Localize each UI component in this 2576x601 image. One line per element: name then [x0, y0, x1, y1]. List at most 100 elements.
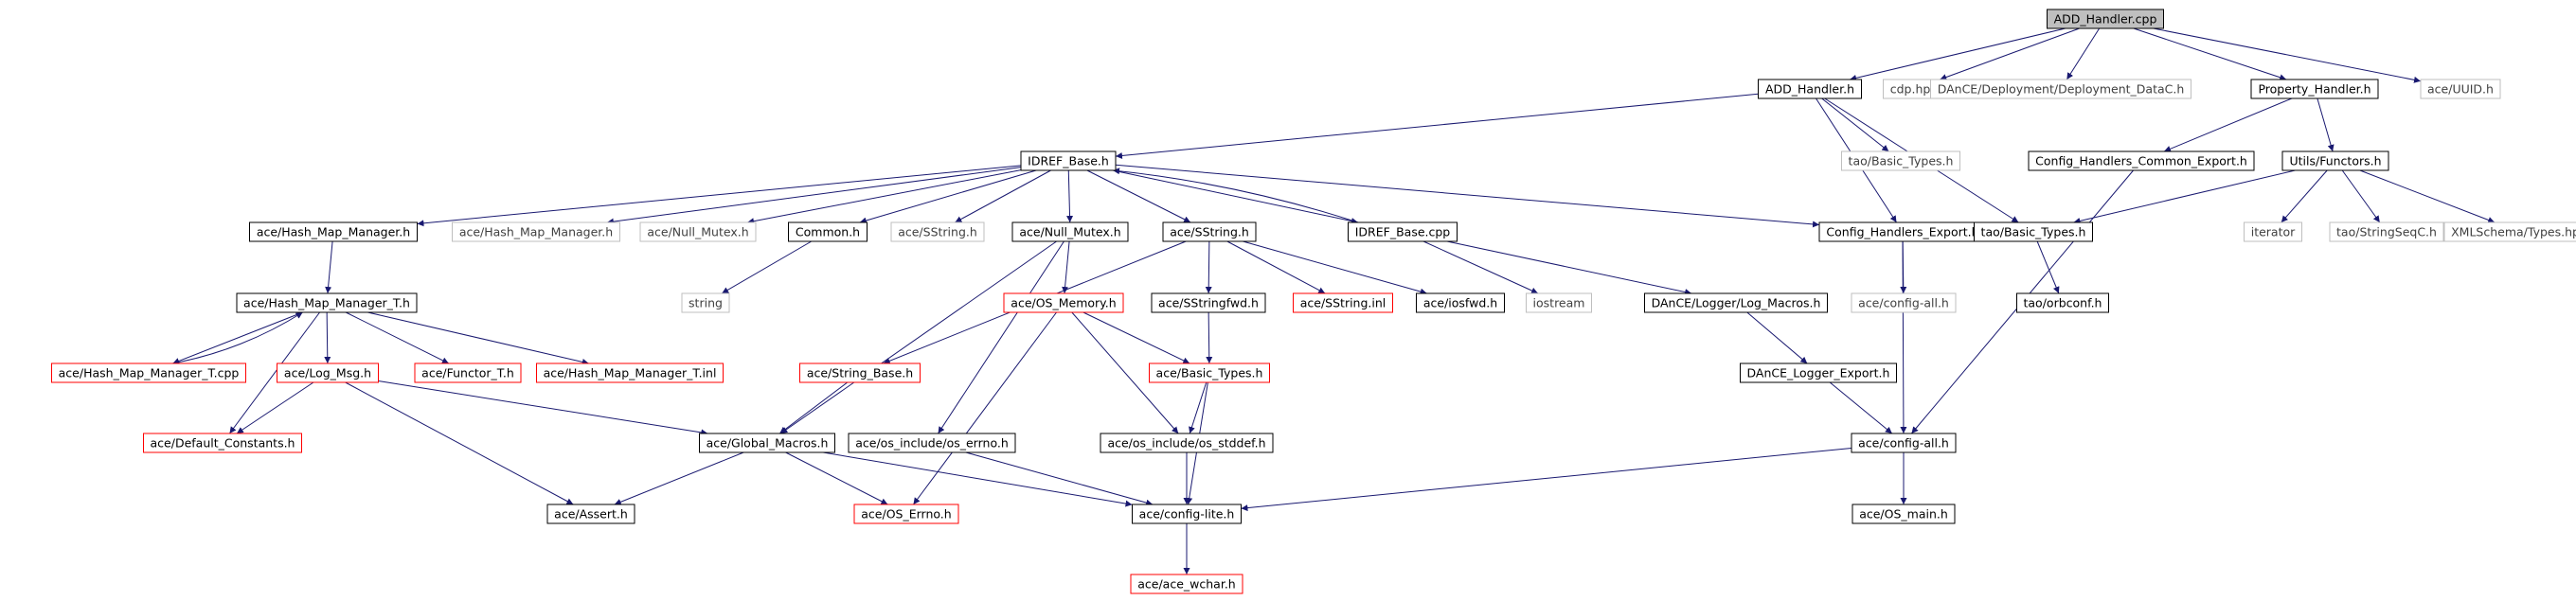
graph-node-assert: ace/Assert.h	[546, 504, 635, 524]
node-box	[1974, 221, 2093, 242]
graph-node-chexp: Config_Handlers_Export.h	[1818, 221, 1987, 242]
graph-node-hmmt: ace/Hash_Map_Manager_T.h	[236, 292, 418, 313]
node-label: ace/SString.inl	[1300, 296, 1386, 310]
node-label: ace/Hash_Map_Manager.h	[459, 225, 613, 239]
graph-edge-idrefb-to-nullm1	[747, 169, 1022, 225]
node-label: Utils/Functors.h	[2289, 154, 2381, 168]
node-box	[2047, 9, 2164, 29]
node-box	[799, 362, 921, 383]
node-label: Property_Handler.h	[2258, 82, 2370, 97]
graph-node-hmmtinl: ace/Hash_Map_Manager_T.inl	[536, 362, 724, 383]
graph-node-hmmtcpp: ace/Hash_Map_Manager_T.cpp	[51, 362, 246, 383]
graph-edge-sstrfwd-to-basictypes	[1206, 311, 1213, 364]
node-label: ace/SString.h	[1170, 225, 1249, 239]
node-box	[1162, 221, 1257, 242]
node-box	[2443, 221, 2576, 242]
graph-edge-oserrno-to-cfglite	[965, 451, 1154, 506]
graph-edge-proph-to-utilsf	[2317, 97, 2334, 152]
node-box	[414, 362, 522, 383]
node-box	[1293, 292, 1393, 313]
graph-node-hmm: ace/Hash_Map_Manager.h	[249, 221, 418, 242]
graph-node-cfglite: ace/config-lite.h	[1132, 504, 1242, 524]
graph-node-idrefb: IDREF_Base.h	[1020, 150, 1117, 171]
node-label: iterator	[2251, 225, 2296, 239]
node-label: DAnCE/Deployment/Deployment_DataC.h	[1938, 82, 2185, 97]
node-box	[2244, 221, 2302, 242]
node-label: ace/Basic_Types.h	[1156, 366, 1263, 380]
graph-node-nullm1: ace/Null_Mutex.h	[639, 221, 757, 242]
graph-edge-utilsf-to-xmltypes	[2359, 169, 2496, 223]
node-box	[1130, 574, 1243, 594]
node-box	[1149, 362, 1270, 383]
node-label: ace/Null_Mutex.h	[647, 225, 748, 239]
graph-edge-strbase-to-globmac	[778, 381, 849, 434]
node-label: ace/os_include/os_stddef.h	[1107, 436, 1265, 451]
node-box	[1740, 362, 1897, 383]
graph-node-chce: Config_Handlers_Common_Export.h	[2028, 150, 2255, 171]
node-label: ace/Functor_T.h	[421, 366, 514, 380]
graph-edge-basictypes-to-osstddef	[1189, 381, 1208, 434]
node-box	[236, 292, 418, 313]
graph-node-iostream: iostream	[1526, 292, 1592, 313]
node-label: ace/Hash_Map_Manager.h	[257, 225, 410, 239]
node-box	[249, 221, 418, 242]
graph-node-addh: ADD_Handler.h	[1758, 79, 1862, 99]
graph-edge-root-to-addh	[1850, 27, 2066, 81]
node-box	[1851, 292, 1957, 313]
node-label: ace/Null_Mutex.h	[1019, 225, 1120, 239]
graph-node-taobt1: tao/Basic_Types.h	[1841, 150, 1960, 171]
node-box	[1644, 292, 1828, 313]
graph-node-idrefcpp: IDREF_Base.cpp	[1348, 221, 1458, 242]
node-label: ace/Log_Msg.h	[284, 366, 371, 380]
node-box	[2281, 150, 2389, 171]
node-label: Common.h	[796, 225, 860, 239]
graph-node-cdp: cdp.hpp	[1883, 79, 1945, 99]
node-box	[1930, 79, 2191, 99]
graph-node-defconst: ace/Default_Constants.h	[143, 433, 302, 453]
graph-edge-hmmt-to-functor	[345, 311, 450, 364]
graph-edge-nullm2-to-osmem	[1062, 240, 1070, 294]
graph-node-string: string	[681, 292, 730, 313]
graph-edge-osmem-to-osstddef	[1071, 311, 1179, 434]
node-label: ace/UUID.h	[2427, 82, 2494, 97]
node-label: IDREF_Base.cpp	[1355, 225, 1451, 239]
graph-edge-cfgall2-to-cfglite	[1241, 447, 1852, 512]
graph-node-strbase: ace/String_Base.h	[799, 362, 921, 383]
graph-edge-idrefcpp-to-idrefb	[1113, 168, 1359, 223]
graph-edge-hmmt-to-defconst	[229, 311, 320, 434]
graph-edge-idrefb-to-nullm2	[1066, 169, 1074, 223]
graph-edge-idrefb-to-common	[859, 169, 1037, 224]
graph-edge-nullm2-to-globmac	[780, 240, 1057, 434]
graph-edge-proph-to-chce	[2163, 97, 2293, 152]
graph-node-nullm2: ace/Null_Mutex.h	[1011, 221, 1129, 242]
graph-node-sstr2: ace/SString.h	[1162, 221, 1257, 242]
node-box	[536, 362, 724, 383]
graph-node-orbconf: tao/orbconf.h	[2016, 292, 2109, 313]
node-box	[853, 504, 959, 524]
graph-edge-logmsg-to-assert	[345, 381, 574, 505]
node-label: ace/os_include/os_errno.h	[855, 436, 1009, 451]
graph-edge-idrefb-to-sstr2	[1086, 169, 1191, 223]
graph-edge-hmm-to-hmmt	[325, 240, 333, 294]
node-box	[848, 433, 1016, 453]
graph-node-cfgall2: ace/config-all.h	[1851, 433, 1957, 453]
graph-edge-chexp-to-cfgall2	[1900, 240, 1907, 434]
node-box	[699, 433, 835, 453]
graph-edge-root-to-cdp	[1940, 27, 2080, 80]
graph-node-sstr1: ace/SString.h	[890, 221, 985, 242]
node-box	[1851, 433, 1957, 453]
node-label: cdp.hpp	[1890, 82, 1939, 97]
node-box	[1003, 292, 1124, 313]
graph-node-iosfwd: ace/iosfwd.h	[1416, 292, 1505, 313]
node-box	[546, 504, 635, 524]
graph-node-functor: ace/Functor_T.h	[414, 362, 522, 383]
node-label: ace/SStringfwd.h	[1158, 296, 1259, 310]
graph-node-strseq: tao/StringSeqC.h	[2329, 221, 2444, 242]
node-box	[1132, 504, 1242, 524]
node-box	[1011, 221, 1129, 242]
graph-node-dancelogexp: DAnCE_Logger_Export.h	[1740, 362, 1897, 383]
graph-edge-nullm2-to-oserrno	[938, 240, 1064, 434]
node-box	[639, 221, 757, 242]
node-label: ace/config-all.h	[1858, 436, 1949, 451]
graph-edge-root-to-uuid	[2153, 27, 2422, 83]
